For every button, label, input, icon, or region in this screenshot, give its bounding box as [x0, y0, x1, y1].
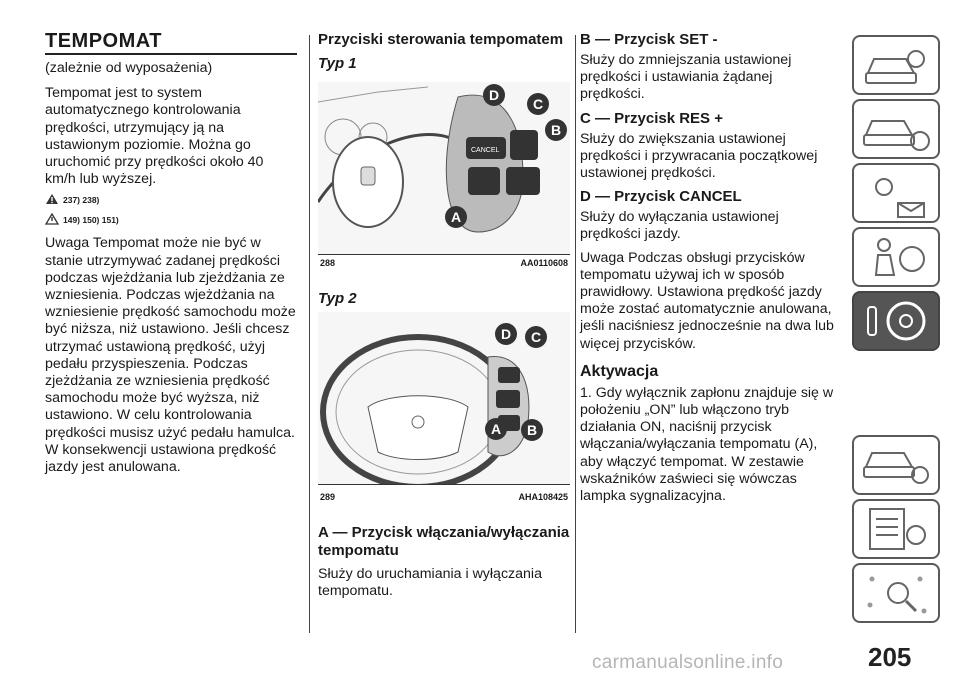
- controls-heading: Przyciski sterowania tempomatem: [318, 31, 564, 48]
- page-title: TEMPOMAT: [45, 30, 162, 52]
- figure-289-caption: 289 AHA108425: [320, 492, 568, 502]
- car-info-icon: [854, 50, 938, 97]
- warning-ref-text-2: 149) 150) 151): [63, 215, 119, 226]
- callout-c: C: [533, 96, 543, 112]
- tab-index[interactable]: [852, 563, 940, 623]
- button-a-section: A — Przycisk włączania/wyłączania tempom…: [318, 524, 570, 600]
- figure-288: CANCEL D C B A: [318, 82, 570, 255]
- figure-289: D C A B: [318, 312, 570, 485]
- column-2: Przyciski sterowania tempomatem Typ 1: [318, 31, 570, 72]
- button-c-text: Służy do zwiększania ustawionej prędkośc…: [580, 130, 818, 182]
- index-alphabet-icon: [854, 576, 938, 625]
- callout-a: A: [491, 421, 501, 437]
- note-text: Uwaga Tempomat może nie być w stanie utr…: [45, 235, 296, 476]
- column-3: B — Przycisk SET - Służy do zmniejszania…: [580, 31, 835, 505]
- page-number: 205: [868, 642, 912, 672]
- callout-a: A: [451, 209, 461, 225]
- intro-text: Tempomat jest to system automatycznego k…: [45, 85, 264, 188]
- figure-number: 289: [320, 492, 336, 502]
- steering-wheel-type2-illustration: [318, 312, 570, 484]
- tab-car-warning[interactable]: [852, 99, 940, 159]
- figure-code: AA0110608: [520, 258, 568, 268]
- tab-airbag-safety[interactable]: [852, 227, 940, 287]
- activation-heading: Aktywacja: [580, 362, 659, 380]
- airbag-safety-icon: [854, 238, 938, 289]
- warning-ref-2: 149) 150) 151): [44, 213, 297, 227]
- figure-289-callouts: D C A B: [485, 323, 547, 441]
- car-emergency-icon: [854, 452, 938, 497]
- steering-wheel-key-icon: [854, 301, 938, 353]
- type-1-label: Typ 1: [318, 55, 357, 72]
- figure-288-callouts: D C B A: [445, 84, 567, 228]
- column-divider-2: [575, 35, 576, 633]
- title-rule: [45, 53, 297, 55]
- service-checklist-icon: [854, 508, 938, 561]
- watermark: carmanualsonline.info: [592, 652, 784, 673]
- car-warning-icon: [854, 120, 938, 161]
- figure-code: AHA108425: [518, 492, 568, 502]
- figure-number: 288: [320, 258, 336, 268]
- button-a-heading: A — Przycisk włączania/wyłączania tempom…: [318, 524, 570, 559]
- cancel-button-label: CANCEL: [471, 147, 500, 154]
- callout-d: D: [489, 87, 499, 103]
- warning-ref-1: 237) 238): [45, 193, 297, 207]
- callout-c: C: [531, 329, 541, 345]
- button-b-text: Służy do zmniejszania ustawionej prędkoś…: [580, 52, 792, 103]
- caution-triangle-icon: [44, 213, 60, 227]
- button-a-text: Służy do uruchamiania i wyłączania tempo…: [318, 566, 542, 600]
- tab-car-emergency[interactable]: [852, 435, 940, 495]
- button-d-text: Służy do wyłączania ustawionej prędkości…: [580, 209, 779, 243]
- column-1: (zależnie od wyposażenia) Tempomat jest …: [44, 60, 297, 476]
- tab-car-info[interactable]: [852, 35, 940, 95]
- subtitle: (zależnie od wyposażenia): [45, 60, 213, 76]
- callout-b: B: [527, 422, 537, 438]
- tab-lights-messages[interactable]: [852, 163, 940, 223]
- button-b-heading: B — Przycisk SET -: [580, 31, 718, 48]
- activation-text: 1. Gdy wyłącznik zapłonu znajduje się w …: [580, 384, 834, 505]
- type-2-label: Typ 2: [318, 290, 357, 307]
- steering-wheel-type1-illustration: CANCEL: [318, 82, 570, 254]
- callout-d: D: [501, 326, 511, 342]
- button-c-heading: C — Przycisk RES +: [580, 109, 723, 127]
- warning-triangle-icon: [45, 193, 59, 207]
- tab-service-checklist[interactable]: [852, 499, 940, 559]
- warning-ref-text-1: 237) 238): [63, 195, 100, 206]
- lights-messages-icon: [854, 178, 938, 225]
- figure-288-caption: 288 AA0110608: [320, 258, 568, 268]
- tab-steering-start[interactable]: [852, 291, 940, 351]
- usage-note: Uwaga Podczas obsługi przycisków tempoma…: [580, 249, 834, 352]
- callout-b: B: [551, 122, 561, 138]
- button-d-heading: D — Przycisk CANCEL: [580, 188, 742, 206]
- column-divider-1: [309, 35, 310, 633]
